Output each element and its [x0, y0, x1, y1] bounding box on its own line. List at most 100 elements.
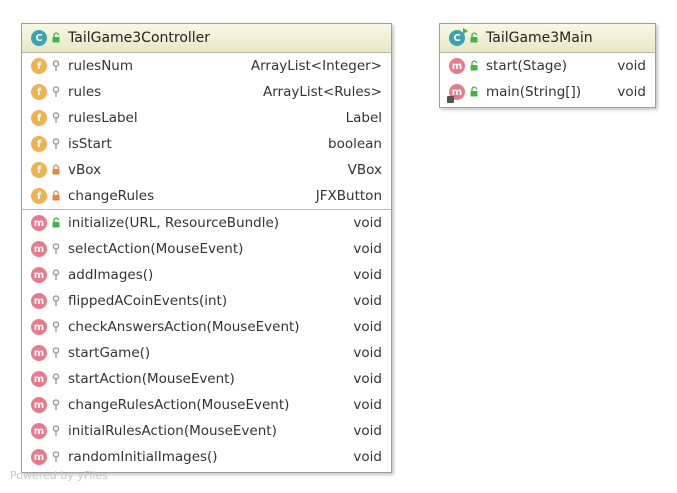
- field-icon: f: [31, 84, 47, 100]
- method-icon: m: [31, 371, 47, 387]
- package-pin-icon: [51, 321, 61, 333]
- field-type: JFXButton: [315, 188, 382, 204]
- class-name: TailGame3Main: [486, 30, 593, 46]
- package-pin-icon: [51, 399, 61, 411]
- method-icon: m: [31, 267, 47, 283]
- method-name: initialRulesAction(MouseEvent): [68, 423, 277, 439]
- field-type: boolean: [328, 136, 382, 152]
- method-name: checkAnswersAction(MouseEvent): [68, 319, 300, 335]
- return-type: void: [353, 241, 382, 257]
- method-name: addImages(): [68, 267, 154, 283]
- method-row[interactable]: m initialize(URL, ResourceBundle) void: [22, 210, 391, 236]
- method-row[interactable]: m addImages() void: [22, 262, 391, 288]
- method-name: randomInitialImages(): [68, 449, 218, 465]
- fields-section: f rulesNum ArrayList<Integer> f rules ArrayLi…: [22, 53, 391, 209]
- public-lock-icon: [469, 86, 479, 98]
- return-type: void: [353, 397, 382, 413]
- methods-section: m initialize(URL, ResourceBundle) void m sel…: [22, 209, 391, 470]
- field-type: ArrayList<Rules>: [262, 84, 382, 100]
- method-icon: m: [31, 241, 47, 257]
- method-row[interactable]: m startAction(MouseEvent) void: [22, 366, 391, 392]
- method-icon: m: [31, 215, 47, 231]
- package-pin-icon: [51, 86, 61, 98]
- field-icon: f: [31, 188, 47, 204]
- package-pin-icon: [51, 112, 61, 124]
- field-type: ArrayList<Integer>: [250, 58, 382, 74]
- field-name: rules: [68, 84, 102, 100]
- package-pin-icon: [51, 295, 61, 307]
- method-row[interactable]: m checkAnswersAction(MouseEvent) void: [22, 314, 391, 340]
- package-pin-icon: [51, 138, 61, 150]
- package-pin-icon: [51, 60, 61, 72]
- run-badge-icon: [463, 28, 468, 34]
- method-row[interactable]: m main(String[]) void: [440, 79, 655, 105]
- private-lock-icon: [51, 190, 61, 202]
- field-row[interactable]: f rulesNum ArrayList<Integer>: [22, 53, 391, 79]
- method-icon: m: [31, 345, 47, 361]
- return-type: void: [353, 215, 382, 231]
- private-lock-icon: [51, 164, 61, 176]
- public-lock-icon: [51, 32, 61, 44]
- method-name: startGame(): [68, 345, 151, 361]
- method-name: startAction(MouseEvent): [68, 371, 235, 387]
- field-row[interactable]: f changeRules JFXButton: [22, 183, 391, 209]
- method-row[interactable]: m randomInitialImages() void: [22, 444, 391, 470]
- field-icon: f: [31, 110, 47, 126]
- package-pin-icon: [51, 425, 61, 437]
- return-type: void: [353, 267, 382, 283]
- field-name: isStart: [68, 136, 112, 152]
- method-row[interactable]: m initialRulesAction(MouseEvent) void: [22, 418, 391, 444]
- method-row[interactable]: m start(Stage) void: [440, 53, 655, 79]
- method-icon: m: [449, 58, 465, 74]
- class-icon: C: [31, 30, 47, 46]
- public-lock-icon: [469, 60, 479, 72]
- runnable-class-icon: C: [449, 28, 468, 46]
- public-lock-icon: [51, 217, 61, 229]
- field-type: Label: [345, 110, 382, 126]
- method-row[interactable]: m startGame() void: [22, 340, 391, 366]
- field-row[interactable]: f rules ArrayList<Rules>: [22, 79, 391, 105]
- method-name: selectAction(MouseEvent): [68, 241, 244, 257]
- method-name: flippedACoinEvents(int): [68, 293, 228, 309]
- field-row[interactable]: f vBox VBox: [22, 157, 391, 183]
- method-icon: m: [447, 84, 465, 103]
- method-name: main(String[]): [486, 84, 582, 100]
- class-header[interactable]: C TailGame3Controller: [22, 24, 391, 53]
- class-name: TailGame3Controller: [68, 30, 211, 46]
- method-name: initialize(URL, ResourceBundle): [68, 215, 280, 231]
- field-type: VBox: [347, 162, 382, 178]
- static-badge-icon: [447, 96, 454, 103]
- return-type: void: [353, 449, 382, 465]
- public-lock-icon: [469, 32, 479, 44]
- methods-section: m start(Stage) void m main(String[]) void: [440, 53, 655, 105]
- return-type: void: [353, 293, 382, 309]
- field-name: changeRules: [68, 188, 155, 204]
- method-icon: m: [31, 397, 47, 413]
- method-icon: m: [31, 423, 47, 439]
- return-type: void: [617, 58, 646, 74]
- method-row[interactable]: m changeRulesAction(MouseEvent) void: [22, 392, 391, 418]
- method-row[interactable]: m selectAction(MouseEvent) void: [22, 236, 391, 262]
- return-type: void: [617, 84, 646, 100]
- class-box-tailgame3main[interactable]: C TailGame3Main m start(Stage) void m main(S…: [439, 23, 656, 108]
- return-type: void: [353, 345, 382, 361]
- package-pin-icon: [51, 451, 61, 463]
- field-icon: f: [31, 162, 47, 178]
- field-name: vBox: [68, 162, 102, 178]
- return-type: void: [353, 423, 382, 439]
- method-name: start(Stage): [486, 58, 567, 74]
- field-name: rulesLabel: [68, 110, 138, 126]
- package-pin-icon: [51, 269, 61, 281]
- method-icon: m: [31, 319, 47, 335]
- method-icon: m: [31, 449, 47, 465]
- method-name: changeRulesAction(MouseEvent): [68, 397, 290, 413]
- return-type: void: [353, 319, 382, 335]
- field-row[interactable]: f rulesLabel Label: [22, 105, 391, 131]
- class-header[interactable]: C TailGame3Main: [440, 24, 655, 53]
- return-type: void: [353, 371, 382, 387]
- field-name: rulesNum: [68, 58, 134, 74]
- field-icon: f: [31, 58, 47, 74]
